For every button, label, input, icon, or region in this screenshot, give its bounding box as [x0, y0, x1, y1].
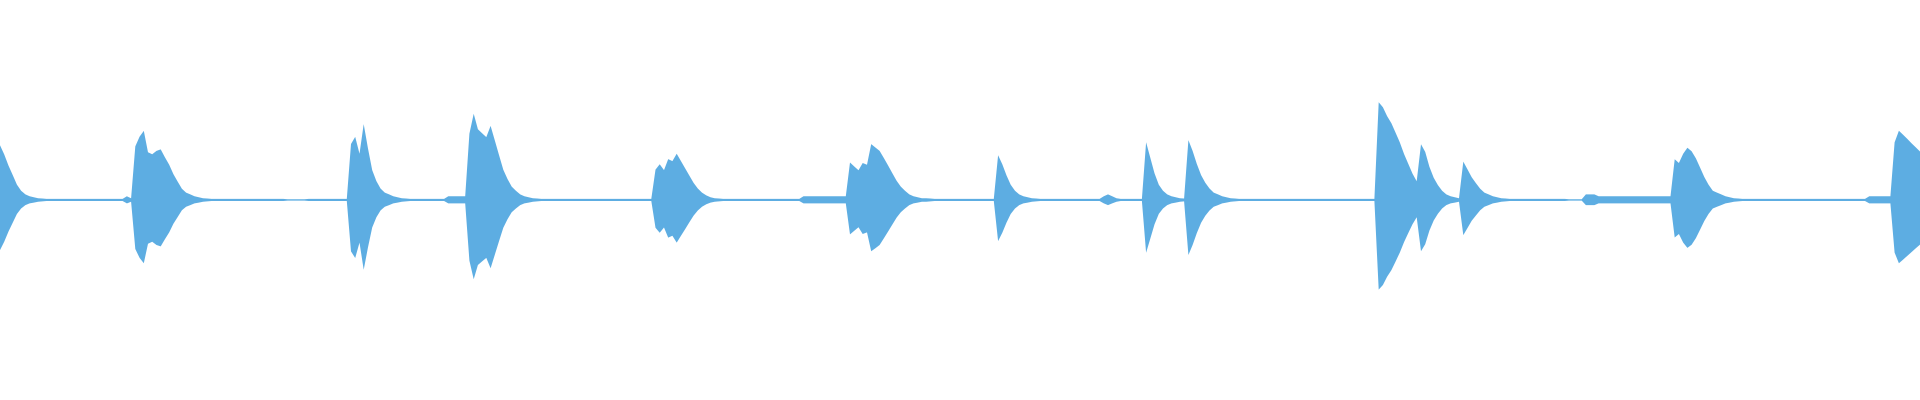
waveform-shape [0, 102, 1920, 290]
